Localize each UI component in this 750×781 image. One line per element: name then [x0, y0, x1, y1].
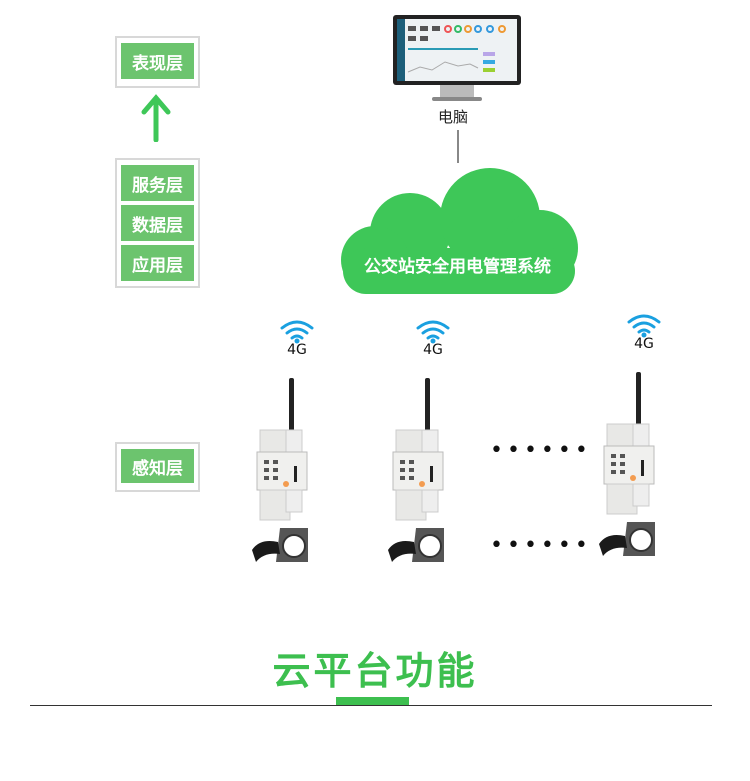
cloud-system-label: 公交站安全用电管理系统 — [364, 257, 551, 277]
4g-label: 4G — [287, 342, 307, 358]
4g-meter-device — [603, 372, 655, 515]
cloud-icon — [341, 168, 578, 294]
current-transformer-sensor — [252, 528, 308, 562]
wifi-icon — [280, 320, 314, 344]
presentation-layer: 表现层 — [121, 43, 194, 79]
application-layer: 应用层 — [121, 245, 194, 281]
4g-meter-device — [256, 378, 308, 521]
wifi-icon — [627, 314, 661, 338]
current-transformer-sensor — [388, 528, 444, 562]
backend-layers-box: 服务层 数据层 应用层 — [115, 158, 200, 288]
4g-label: 4G — [634, 336, 654, 352]
computer-label: 电脑 — [438, 108, 469, 126]
wifi-icon — [416, 320, 450, 344]
title-accent-bar — [336, 697, 409, 705]
data-layer: 数据层 — [121, 205, 194, 241]
connector-line — [457, 130, 459, 163]
4g-label: 4G — [423, 342, 443, 358]
perception-layer-box: 感知层 — [115, 442, 200, 492]
arrow-up-icon — [141, 94, 171, 142]
section-title: 云平台功能 — [272, 649, 478, 693]
ellipsis-sensors: •••••• — [490, 533, 592, 558]
ellipsis-devices: •••••• — [490, 438, 592, 463]
presentation-layer-box: 表现层 — [115, 36, 200, 88]
divider-line — [30, 705, 712, 706]
computer-monitor-icon — [393, 15, 521, 101]
current-transformer-sensor — [599, 522, 655, 556]
service-layer: 服务层 — [121, 165, 194, 201]
perception-layer: 感知层 — [121, 449, 194, 483]
4g-meter-device — [392, 378, 444, 521]
